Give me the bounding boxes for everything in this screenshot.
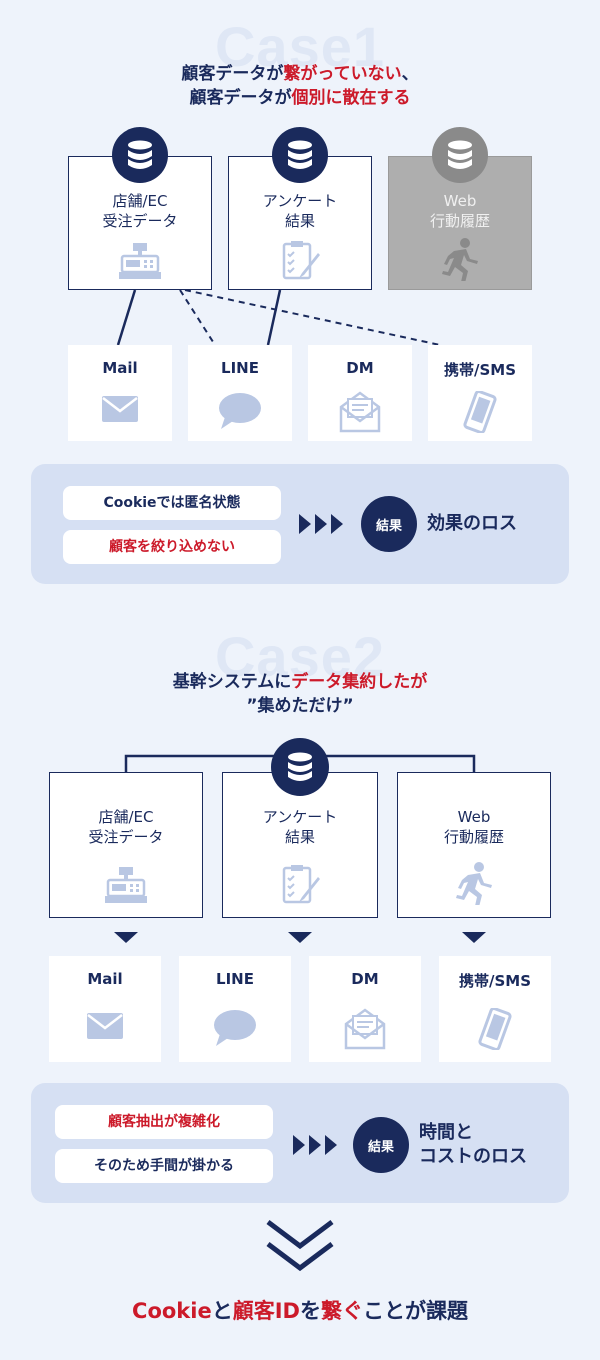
- case2-issue-pill: 顧客抽出が複雑化: [55, 1105, 273, 1139]
- open-envelope-icon: [338, 391, 382, 437]
- case1-issue-pill: Cookieでは匿名状態: [63, 486, 281, 520]
- cash-register-icon: [102, 865, 150, 910]
- case2-source-web-history: Web 行動履歴: [397, 772, 551, 918]
- running-person-icon: [440, 237, 480, 286]
- source-label: Web 行動履歴: [429, 192, 490, 230]
- triple-arrow-icon: [293, 1135, 339, 1159]
- case2-result-badge: 結果: [353, 1117, 409, 1173]
- case1-channel-line: LINE: [188, 345, 292, 441]
- source-label: 店舗/EC 受注データ: [88, 808, 164, 846]
- case1-result-panel: Cookieでは匿名状態 顧客を絞り込めない 結果 効果のロス: [31, 464, 569, 584]
- down-arrow-icon: [462, 932, 486, 943]
- case2-channel-mail: Mail: [49, 956, 161, 1062]
- case2-headline-part: ”集めただけ”: [246, 696, 354, 716]
- source-label: 店舗/EC 受注データ: [102, 192, 178, 230]
- case2-headline: 基幹システムにデータ集約したが ”集めただけ”: [0, 670, 600, 718]
- conclusion-text: Cookieと顧客IDを繋ぐことが課題: [132, 1299, 468, 1323]
- source-label: Web 行動履歴: [443, 808, 504, 846]
- case1-result-badge: 結果: [361, 496, 417, 552]
- case2-result-panel: 顧客抽出が複雑化 そのため手間が掛かる 結果 時間と コストのロス: [31, 1083, 569, 1203]
- chat-bubble-icon: [212, 1008, 258, 1052]
- database-icon: [432, 127, 488, 183]
- case2-source-store-ec: 店舗/EC 受注データ: [49, 772, 203, 918]
- case1-headline-part: 顧客データが: [181, 64, 284, 84]
- cash-register-icon: [116, 241, 164, 286]
- case1-headline-part: 顧客データが: [189, 88, 292, 108]
- smartphone-icon: [475, 1007, 515, 1054]
- down-arrow-icon: [114, 932, 138, 943]
- case2-headline-highlight: データ集約したが: [291, 672, 428, 692]
- open-envelope-icon: [343, 1008, 387, 1054]
- smartphone-icon: [460, 390, 500, 437]
- case1-channel-mail: Mail: [68, 345, 172, 441]
- down-arrow-icon: [288, 932, 312, 943]
- clipboard-icon: [278, 239, 322, 286]
- case2-issue-pill: そのため手間が掛かる: [55, 1149, 273, 1183]
- case2-channel-line: LINE: [179, 956, 291, 1062]
- running-person-icon: [454, 861, 494, 910]
- triple-arrow-icon: [299, 514, 345, 538]
- case2-source-survey: アンケート 結果: [222, 772, 378, 918]
- case1-channel-sms: 携帯/SMS: [428, 345, 532, 441]
- database-icon: [272, 127, 328, 183]
- double-chevron-down-icon: [264, 1218, 336, 1278]
- case2-channel-dm: DM: [309, 956, 421, 1062]
- case1-connection-lines: [116, 289, 441, 346]
- case1-headline: 顧客データが繋がっていない、 顧客データが個別に散在する: [0, 62, 600, 110]
- case1-headline-highlight: 繋がっていない: [283, 64, 402, 84]
- clipboard-icon: [278, 863, 322, 910]
- case1-background-label: Case1: [214, 15, 386, 78]
- case2-headline-part: 基幹システムに: [172, 672, 292, 692]
- case1-result-text: 効果のロス: [427, 513, 517, 534]
- case1-headline-highlight: 個別に散在する: [291, 88, 411, 108]
- case2-channel-sms: 携帯/SMS: [439, 956, 551, 1062]
- source-label: アンケート 結果: [262, 808, 338, 846]
- case1-issue-pill: 顧客を絞り込めない: [63, 530, 281, 564]
- case1-channel-dm: DM: [308, 345, 412, 441]
- chat-bubble-icon: [217, 391, 263, 435]
- case2-result-text: 時間と コストのロス: [419, 1122, 527, 1167]
- case2-background-label: Case2: [214, 625, 386, 688]
- mail-icon: [101, 395, 139, 427]
- source-label: アンケート 結果: [262, 192, 338, 230]
- mail-icon: [86, 1012, 124, 1044]
- case1-headline-part: 、: [401, 64, 419, 84]
- database-icon: [112, 127, 168, 183]
- database-icon: [271, 738, 329, 796]
